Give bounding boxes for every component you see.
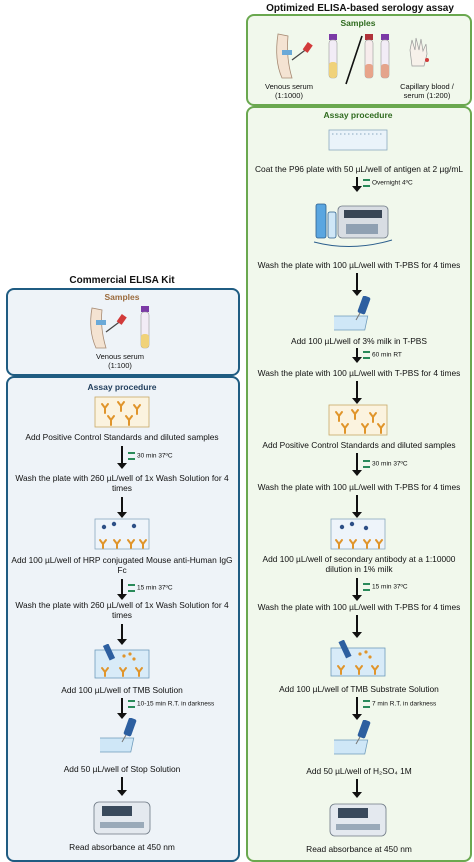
right-incubation-3: 30 min 37ºC [363,460,408,469]
left-step-7: Read absorbance at 450 nm [69,842,175,852]
antibody-plate-illustration [328,404,388,436]
right-incubation-4: 15 min 37ºC [363,583,408,592]
left-step-2: Wash the plate with 260 µL/well of 1x Wa… [15,473,229,493]
right-step-7: Add 100 µL/well of secondary antibody at… [262,554,456,574]
right-step-6: Wash the plate with 100 µL/well with T-P… [257,482,461,492]
arm-illustration-left [90,307,127,349]
right-step-8: Wash the plate with 100 µL/well with T-P… [257,602,461,612]
secondary-antibody-plate-illustration [330,518,386,550]
right-incubation-5: 7 min R.T. in darkness [363,700,436,709]
right-arrow-5 [352,453,362,476]
empty-plate-illustration [328,129,388,151]
left-arrow-3 [117,579,127,600]
plate-reader-illustration-left [93,801,151,835]
right-arrow-9 [352,697,362,720]
right-step-5: Add Positive Control Standards and dilut… [262,440,456,450]
right-capillary-label: Capillary blood / serum (1:200) [400,82,454,100]
left-arrow-2 [117,497,127,518]
left-arrow-5 [117,698,127,719]
left-samples-box [6,288,240,376]
left-procedure-box [6,376,240,862]
right-arrow-3 [352,348,362,363]
tube-red-icon [364,34,374,79]
slash-divider [345,35,363,85]
right-procedure-header: Assay procedure [323,110,393,120]
right-arrow-4 [352,381,362,404]
right-arrow-2 [352,273,362,296]
left-venous-label: Venous serum (1:100) [96,352,144,370]
right-samples-header: Samples [340,18,376,28]
left-title: Commercial ELISA Kit [69,275,175,286]
plate-washer-illustration [313,203,393,248]
pipette-stop-illustration-left [100,718,137,753]
right-step-4: Wash the plate with 100 µL/well with T-P… [257,368,461,378]
left-arrow-6 [117,777,127,796]
tube-purple-icon [328,34,338,79]
right-arrow-7 [352,578,362,601]
left-samples-header: Samples [104,292,140,302]
right-incubation-1: Overnight 4ºC [363,179,413,188]
right-title: Optimized ELISA-based serology assay [266,3,454,14]
right-step-3: Add 100 µL/well of 3% milk in T-PBS [291,336,427,346]
left-step-3: Add 100 µL/well of HRP conjugated Mouse … [11,555,233,575]
right-venous-label: Venous serum (1:1000) [265,82,313,100]
left-step-1: Add Positive Control Standards and dilut… [25,432,219,442]
right-step-11: Read absorbance at 450 nm [306,844,412,854]
left-step-6: Add 50 µL/well of Stop Solution [63,764,181,774]
right-arrow-6 [352,495,362,518]
right-arrow-1 [352,177,362,192]
left-incubation-3: 10-15 min R.T. in darkness [128,700,214,709]
right-step-1: Coat the P96 plate with 50 µL/well of an… [255,164,463,174]
left-incubation-1: 30 min 37ºC [128,452,173,461]
pipette-plate-illustration [334,296,371,331]
left-arrow-4 [117,624,127,645]
left-incubation-2: 15 min 37ºC [128,584,173,593]
tmb-plate-illustration [330,640,386,677]
right-arrow-8 [352,615,362,638]
right-step-2: Wash the plate with 100 µL/well with T-P… [257,260,461,270]
left-step-5: Add 100 µL/well of TMB Solution [61,685,183,695]
pipette-stop-illustration-right [334,720,371,755]
plate-reader-illustration-right [329,803,387,837]
right-step-9: Add 100 µL/well of TMB Substrate Solutio… [279,684,439,694]
left-arrow-1 [117,446,127,469]
right-arrow-10 [352,779,362,798]
tube-left-icon [140,306,150,349]
left-hrp-plate-illustration [94,518,150,550]
tube-purple-2-icon [380,34,390,79]
left-step-4: Wash the plate with 260 µL/well of 1x Wa… [15,600,229,620]
right-incubation-2: 60 min RT [363,351,402,360]
left-procedure-header: Assay procedure [87,382,157,392]
left-tmb-plate-illustration [94,644,150,679]
hand-icon [409,37,429,67]
arm-illustration-right [276,33,313,79]
right-step-10: Add 50 µL/well of H₂SO₄ 1M [306,766,412,776]
left-antibody-plate-illustration [94,396,150,428]
